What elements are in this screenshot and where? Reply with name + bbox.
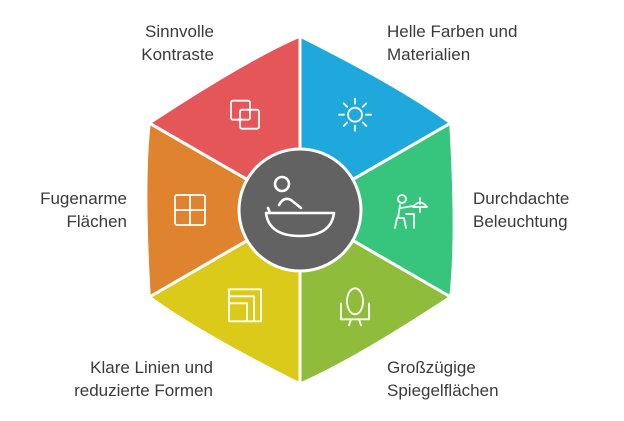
sun-icon bbox=[338, 97, 372, 132]
segment-label-kontraste: Sinnvolle Kontraste bbox=[141, 22, 214, 64]
segment-label-helle-farben: Helle Farben und Materialien bbox=[387, 22, 518, 64]
segment-label-fugenarme-flaechen: Fugenarme Flächen bbox=[40, 189, 127, 231]
segment-label-spiegelflaechen: Großzügige Spiegelflächen bbox=[387, 358, 499, 400]
mirror-icon bbox=[340, 287, 370, 327]
bathtub-icon bbox=[264, 175, 336, 238]
tile-grid-icon bbox=[174, 194, 206, 226]
segment-fugenarme-flaechen bbox=[144, 121, 302, 299]
segment-label-klare-linien: Klare Linien und reduzierte Formen bbox=[74, 358, 213, 400]
center-circle bbox=[237, 147, 363, 273]
segment-beleuchtung bbox=[298, 121, 456, 299]
lamp-person-icon bbox=[394, 194, 428, 229]
segment-label-beleuchtung: Durchdachte Beleuchtung bbox=[473, 189, 570, 231]
overlapping-squares-icon bbox=[230, 99, 260, 130]
nested-squares-icon bbox=[228, 288, 262, 323]
